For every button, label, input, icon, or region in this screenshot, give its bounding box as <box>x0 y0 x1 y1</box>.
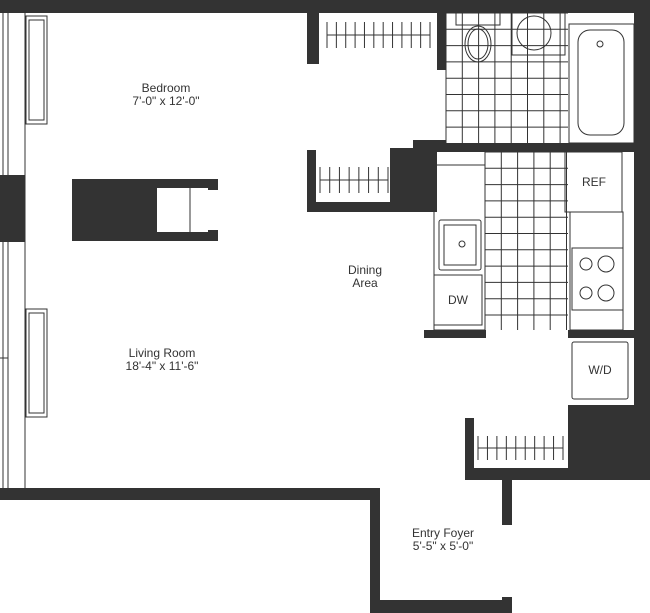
kitchen-sink <box>438 219 482 271</box>
range <box>571 247 624 311</box>
radiator-top <box>25 15 48 125</box>
kitchen: DW REF <box>433 151 624 331</box>
dining-name: Dining <box>348 263 382 277</box>
closet-rod-middle <box>319 167 389 193</box>
washer-dryer-label: W/D <box>588 363 612 377</box>
refrigerator-label: REF <box>582 175 606 189</box>
dishwasher: DW <box>433 274 483 326</box>
bedroom-name: Bedroom <box>142 81 191 95</box>
foyer-size: 5'-5" x 5'-0" <box>413 539 473 553</box>
bathroom <box>445 12 635 144</box>
counter <box>433 164 486 331</box>
foyer-name: Entry Foyer <box>412 526 474 540</box>
dining-name-line2: Area <box>352 276 378 290</box>
toilet-tank <box>455 12 501 26</box>
closet-rod-bottom <box>477 436 564 460</box>
closet-rod-top <box>326 22 431 48</box>
tub-drain-icon <box>596 40 604 48</box>
burner-icon <box>579 257 593 271</box>
window-left <box>0 13 26 488</box>
burner-icon <box>579 286 593 300</box>
bathroom-sink <box>511 12 566 56</box>
washer-dryer: W/D <box>571 341 629 400</box>
radiator-bottom <box>25 308 48 418</box>
toilet-bowl-icon <box>464 25 492 63</box>
burner-icon <box>597 284 615 302</box>
bedroom-size: 7'-0" x 12'-0" <box>132 94 199 108</box>
living-room-name: Living Room <box>129 346 196 360</box>
bathtub <box>568 23 635 144</box>
dishwasher-label: DW <box>448 293 469 307</box>
refrigerator: REF <box>564 151 623 213</box>
central-column <box>72 179 218 241</box>
counter-right <box>569 211 624 331</box>
burner-icon <box>597 255 615 273</box>
kitchen-tile-floor <box>484 151 568 330</box>
living-room-size: 18'-4" x 11'-6" <box>126 359 199 373</box>
bathroom-tile-floor <box>445 12 568 143</box>
